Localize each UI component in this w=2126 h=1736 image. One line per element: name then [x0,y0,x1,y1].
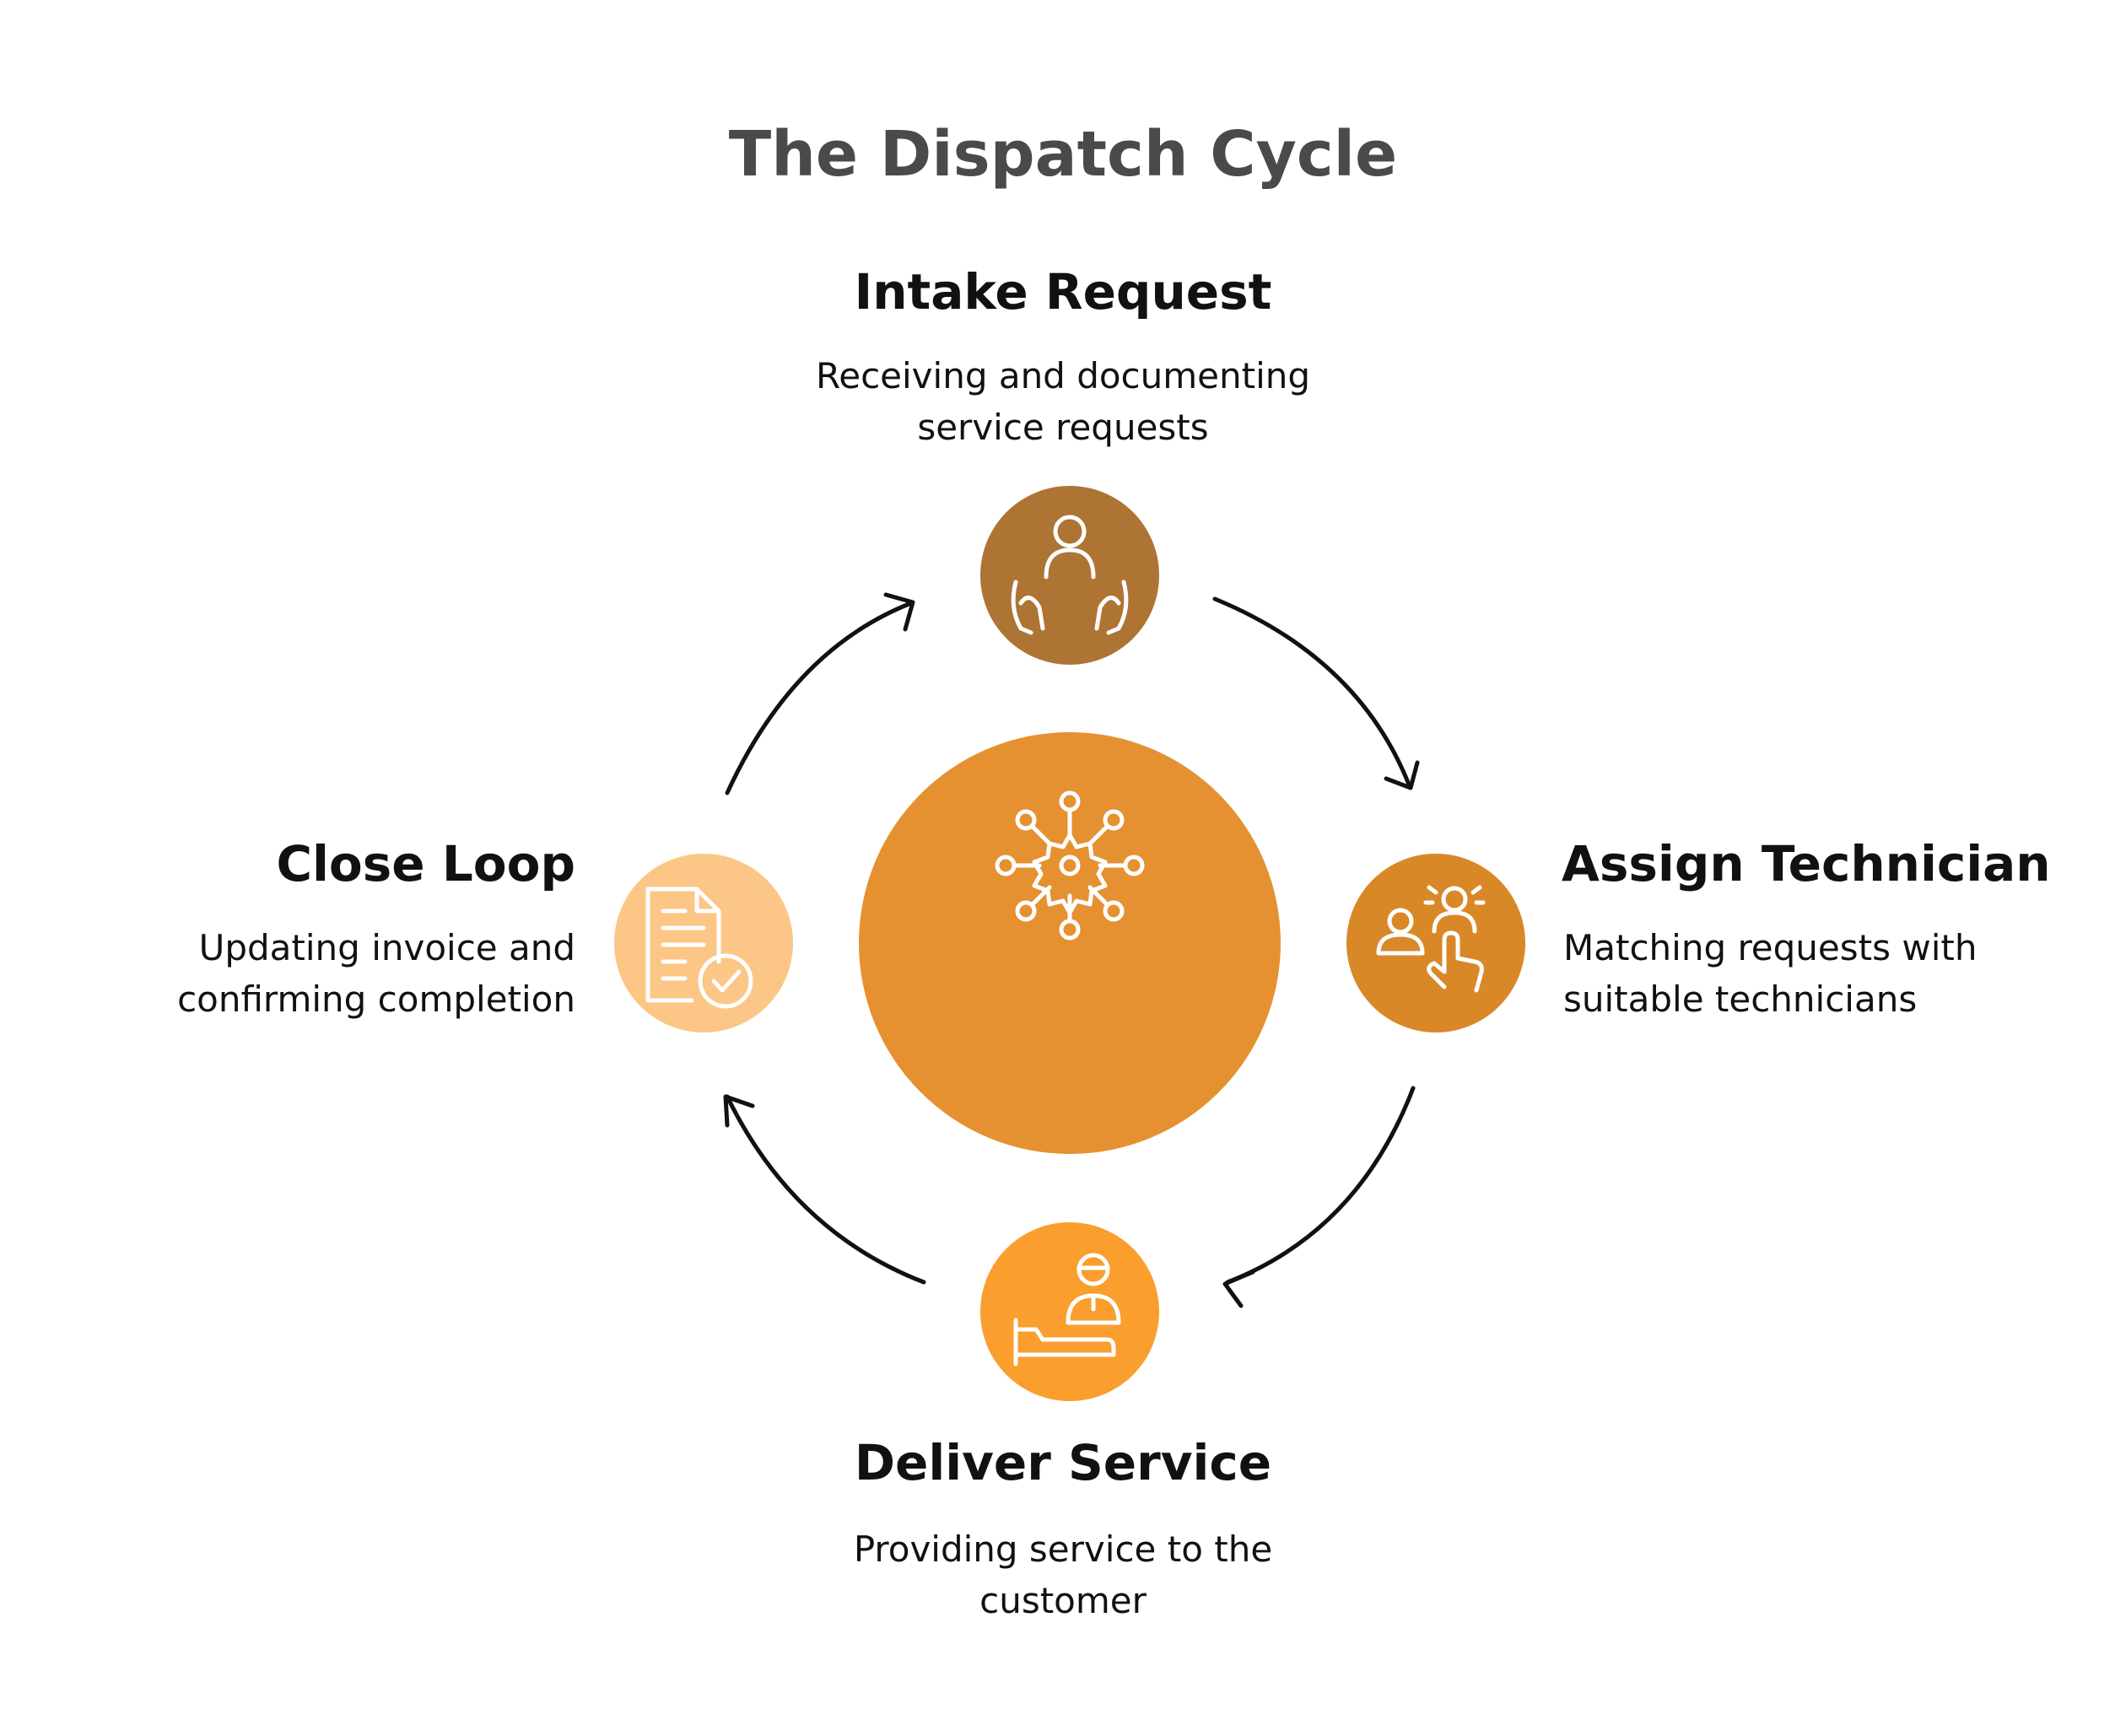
assign-desc-line2: suitable technicians [1563,979,1918,1020]
intake-desc-line1: Receiving and documenting [815,355,1311,396]
arrow-close-to-intake [725,601,914,795]
gear-network-icon [995,790,1145,941]
close-title: Close Loop [276,835,575,892]
assign-circle [1346,854,1525,1032]
close-desc-line2: confirming completion [177,979,575,1020]
arrow-heads [723,592,1420,1308]
arrow-assign-to-deliver [1225,1086,1416,1285]
document-check-icon [645,887,753,1009]
cycle-arrows [725,596,1416,1285]
close-desc: Updating invoice and confirming completi… [51,922,575,1025]
assign-title: Assign Technician [1562,835,2051,892]
close-desc-line1: Updating invoice and [198,927,575,968]
arrowhead-4 [883,592,915,632]
person-hands-icon [1011,515,1129,635]
service-delivery-icon [1013,1253,1121,1367]
intake-circle [980,486,1159,665]
people-select-icon [1376,885,1486,993]
intake-title: Intake Request [854,263,1272,321]
deliver-desc-line1: Providing service to the [853,1528,1273,1570]
arrow-intake-to-assign [1212,596,1411,787]
center-circle [859,732,1281,1154]
intake-desc: Receiving and documenting service reques… [726,350,1400,453]
assign-desc-line1: Matching requests with [1563,927,1978,968]
deliver-desc-line2: customer [979,1580,1147,1621]
arrowhead-3 [723,1094,755,1128]
arrowhead-1 [1384,760,1420,790]
deliver-desc: Providing service to the customer [726,1523,1400,1626]
intake-desc-line2: service requests [917,407,1209,448]
diagram-title: The Dispatch Cycle [728,118,1398,191]
arrow-deliver-to-close [725,1094,926,1285]
arrowhead-2 [1222,1270,1255,1308]
assign-desc: Matching requests with suitable technici… [1563,922,2103,1025]
deliver-title: Deliver Service [854,1434,1272,1491]
